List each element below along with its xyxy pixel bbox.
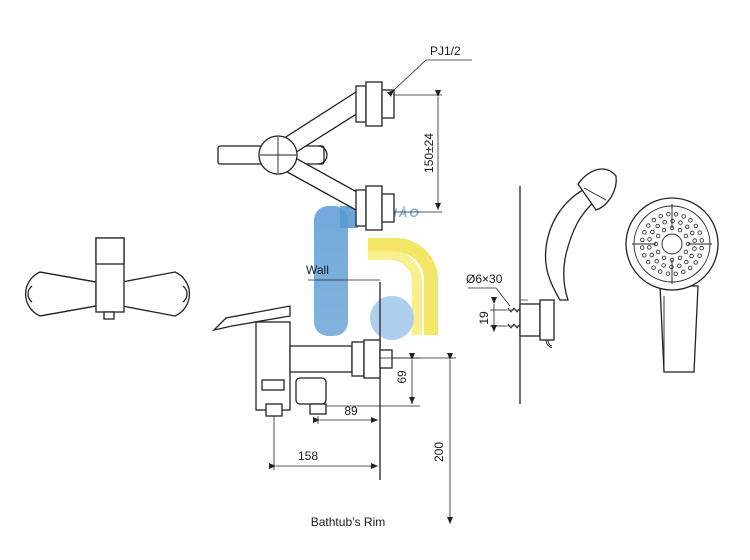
depth-89-label: 89 — [344, 404, 358, 418]
anchor-dim-label: 19 — [477, 311, 491, 325]
height-200-label: 200 — [432, 442, 446, 462]
center-distance-label: 150±24 — [422, 133, 436, 173]
height-69-label: 69 — [395, 370, 409, 384]
hand-shower-front — [625, 197, 719, 373]
anchor-label: Ø6×30 — [466, 272, 503, 286]
watermark-logo: LA HÀO — [314, 205, 438, 340]
depth-158-label: 158 — [298, 449, 318, 463]
bathtub-rim-label: Bathtub’s Rim — [311, 515, 385, 529]
front-view — [24, 237, 191, 320]
hand-shower-side — [468, 168, 617, 404]
top-view — [217, 59, 472, 231]
thread-label: PJ1/2 — [430, 44, 461, 58]
wall-label: Wall — [306, 263, 329, 277]
side-view — [211, 279, 456, 524]
